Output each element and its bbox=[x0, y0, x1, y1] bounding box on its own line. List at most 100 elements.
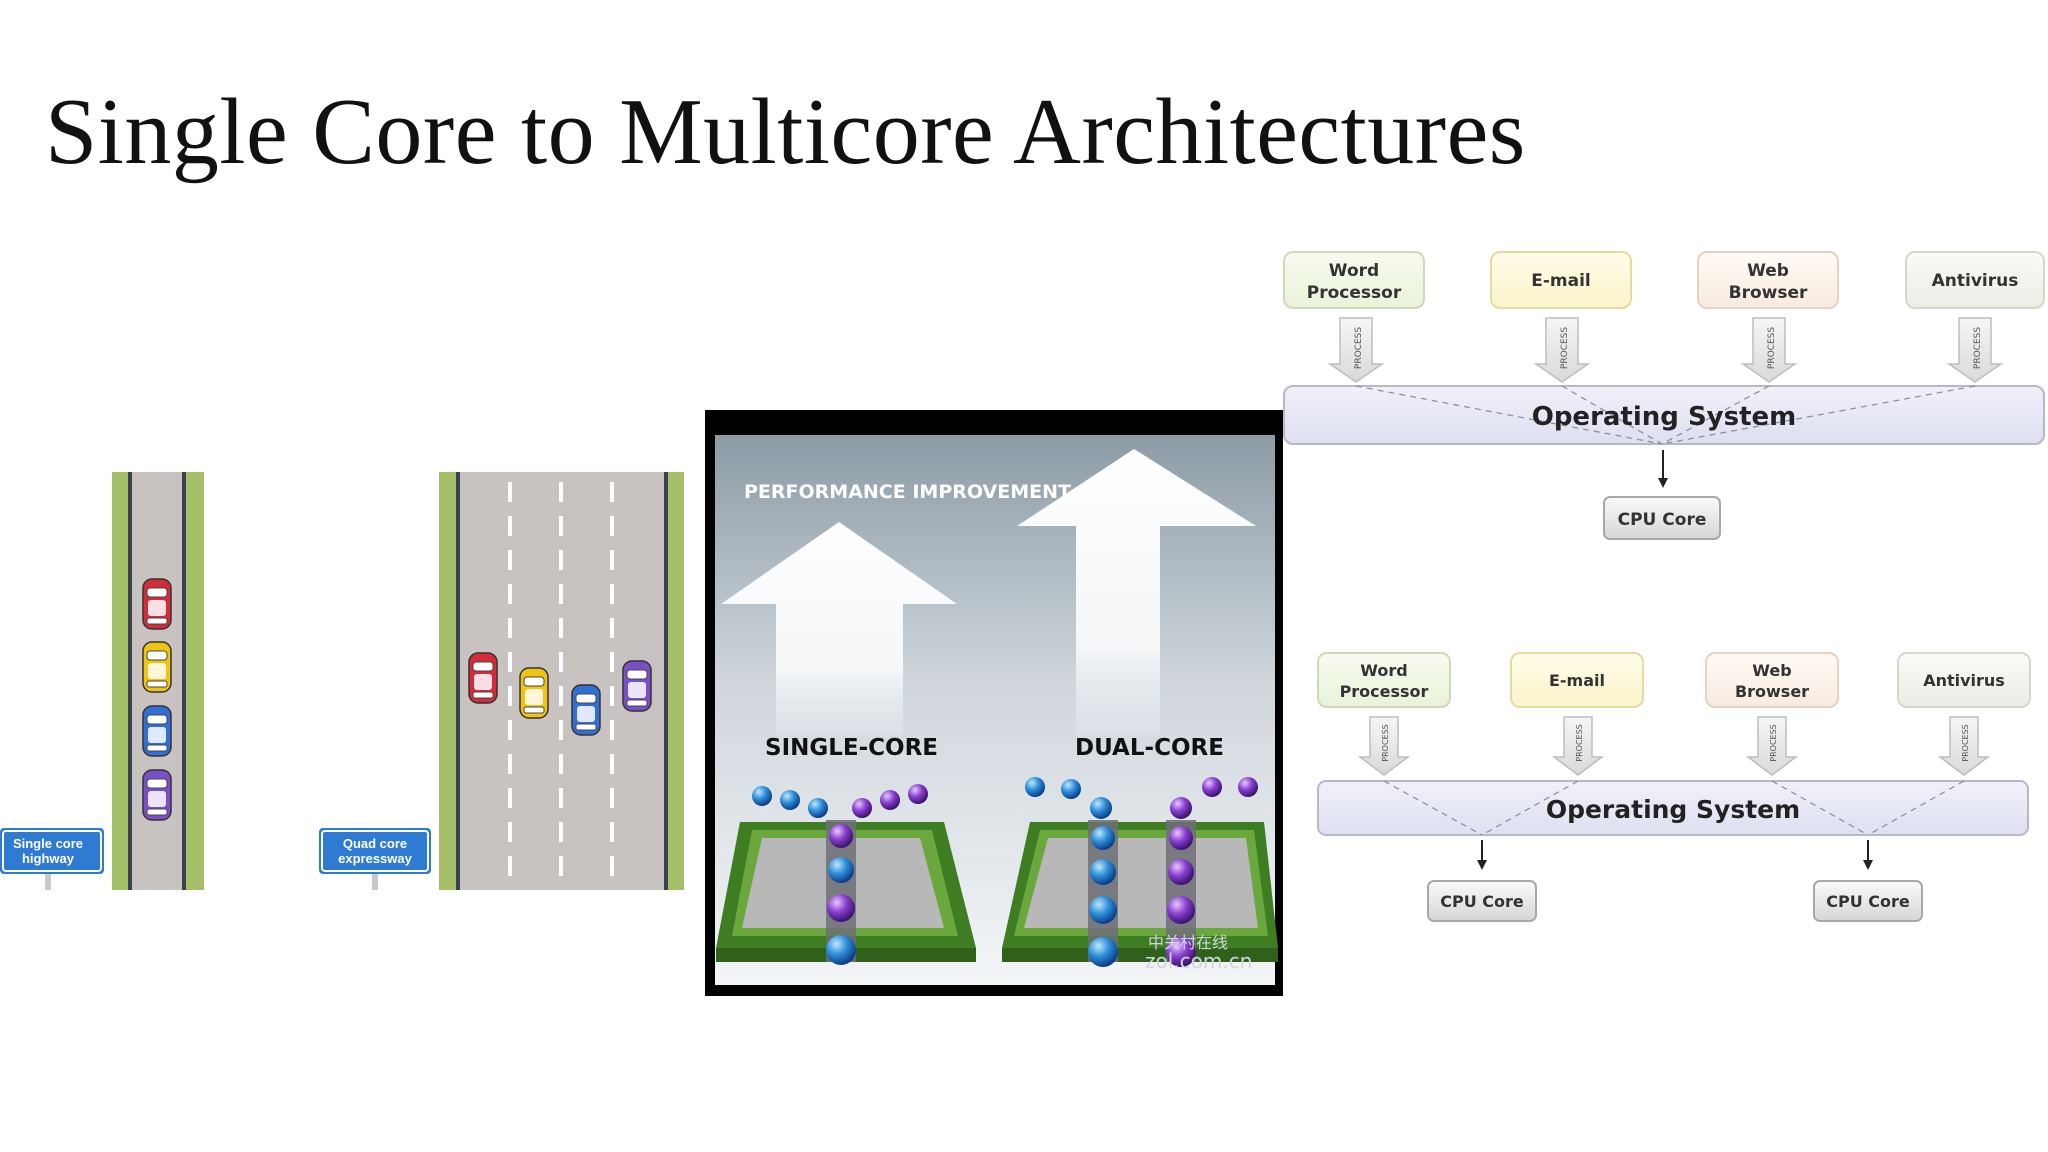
os-to-cpu-arrowhead bbox=[1658, 478, 1668, 488]
car-icon bbox=[468, 652, 498, 704]
single-highway-edge-left bbox=[128, 472, 132, 890]
app-box bbox=[1490, 251, 1632, 309]
single-sign-border bbox=[2, 830, 102, 872]
app-box-word-processor-1: Word Processor bbox=[1283, 251, 1425, 309]
cpu-core-label: CPU Core bbox=[1618, 510, 1707, 530]
quad-sign-post bbox=[372, 874, 378, 890]
quad-sign-line2: expressway bbox=[338, 851, 412, 866]
single-core-arrow bbox=[721, 522, 957, 735]
os-to-cpu-arrowhead-2 bbox=[1863, 860, 1873, 870]
single-core-threads bbox=[752, 784, 928, 965]
app-box-antivirus-1: Antivirus bbox=[1905, 251, 2045, 309]
process-label: PROCESS bbox=[1575, 724, 1584, 761]
cpu-core-label-2: CPU Core bbox=[1826, 892, 1910, 911]
thread-ball bbox=[1169, 826, 1193, 850]
app-label: E-mail bbox=[1531, 271, 1591, 291]
thread-ball bbox=[828, 857, 854, 883]
thread-ball bbox=[808, 798, 828, 818]
thread-ball bbox=[1061, 779, 1081, 799]
app-label: Antivirus bbox=[1932, 271, 2019, 291]
app-box bbox=[1317, 652, 1451, 708]
dual-chip-side bbox=[1002, 948, 1278, 962]
thread-ball bbox=[1202, 777, 1222, 797]
single-core-sign: Single core highway bbox=[0, 828, 104, 890]
thread-ball bbox=[1091, 826, 1115, 850]
os-diagram-dual-core: Word Processor E-mail Web Browser Antivi… bbox=[1317, 652, 2031, 922]
thread-ball bbox=[1168, 859, 1194, 885]
dual-core-arrow bbox=[1017, 449, 1256, 735]
thread-ball bbox=[1167, 896, 1195, 924]
cpu-core-box bbox=[1603, 496, 1721, 540]
single-highway-edge-right bbox=[182, 472, 186, 890]
thread-ball bbox=[1090, 797, 1112, 819]
thread-ball bbox=[880, 790, 900, 810]
process-label: PROCESS bbox=[1767, 327, 1777, 369]
process-arrow: PROCESS bbox=[1745, 716, 1799, 776]
process-label: PROCESS bbox=[1354, 327, 1364, 369]
thread-ball bbox=[1166, 937, 1196, 967]
app-box bbox=[1283, 251, 1425, 309]
app-box bbox=[1905, 251, 2045, 309]
process-arrow: PROCESS bbox=[1946, 317, 2004, 383]
car-icon bbox=[622, 660, 652, 712]
os-diagram-single-core: Word Processor E-mail Web Browser Antivi… bbox=[1283, 251, 2045, 540]
process-label: PROCESS bbox=[1961, 724, 1970, 761]
app-box-email-2: E-mail bbox=[1510, 652, 1644, 708]
process-arrow: PROCESS bbox=[1551, 716, 1605, 776]
dual-core-label: DUAL-CORE bbox=[1075, 735, 1224, 761]
quad-sign-board bbox=[319, 828, 431, 874]
car-icon bbox=[142, 769, 172, 821]
process-arrow: PROCESS bbox=[1327, 317, 1385, 383]
watermark-cn: 中关村在线 bbox=[1148, 933, 1228, 952]
thread-ball bbox=[780, 790, 800, 810]
thread-ball bbox=[1025, 777, 1045, 797]
car-icon bbox=[571, 684, 601, 736]
process-arrow: PROCESS bbox=[1533, 317, 1591, 383]
thread-ball bbox=[1089, 896, 1117, 924]
app-box bbox=[1705, 652, 1839, 708]
app-box-web-browser-2: Web Browser bbox=[1705, 652, 1839, 708]
app-label-line1: Word bbox=[1329, 261, 1379, 281]
dual-chip-die bbox=[1024, 838, 1258, 928]
watermark-url: zol.com.cn bbox=[1145, 949, 1252, 973]
car-icon bbox=[519, 667, 549, 719]
app-label: E-mail bbox=[1549, 671, 1605, 690]
app-box-email-1: E-mail bbox=[1490, 251, 1632, 309]
thread-ball bbox=[1238, 777, 1258, 797]
process-arrows-2: PROCESS PROCESS PROCESS PROCESS bbox=[1357, 716, 1991, 776]
thread-ball bbox=[829, 824, 853, 848]
app-box-word-processor-2: Word Processor bbox=[1317, 652, 1451, 708]
process-arrow: PROCESS bbox=[1740, 317, 1798, 383]
cpu-core-box-1 bbox=[1427, 880, 1537, 922]
quad-expressway-edge-right bbox=[664, 472, 668, 890]
thread-ball bbox=[1170, 797, 1192, 819]
car-icon bbox=[142, 578, 172, 630]
app-label-line2: Processor bbox=[1307, 283, 1402, 303]
process-arrow: PROCESS bbox=[1937, 716, 1991, 776]
thread-ball bbox=[908, 784, 928, 804]
thread-ball bbox=[827, 894, 855, 922]
os-box bbox=[1317, 780, 2029, 836]
app-box-web-browser-1: Web Browser bbox=[1697, 251, 1839, 309]
quad-expressway-edge-left bbox=[456, 472, 460, 890]
app-label-line2: Browser bbox=[1735, 682, 1809, 701]
thread-ball bbox=[1088, 937, 1118, 967]
perf-heading: PERFORMANCE IMPROVEMENT bbox=[744, 481, 1071, 503]
single-sign-line2: highway bbox=[22, 851, 75, 866]
process-arrow: PROCESS bbox=[1357, 716, 1411, 776]
car-icon bbox=[142, 641, 172, 693]
app-label-line1: Web bbox=[1747, 261, 1789, 281]
app-box-antivirus-2: Antivirus bbox=[1897, 652, 2031, 708]
thread-ball bbox=[826, 935, 856, 965]
process-label: PROCESS bbox=[1381, 724, 1390, 761]
app-box bbox=[1897, 652, 2031, 708]
slide-title: Single Core to Multicore Architectures bbox=[45, 80, 1526, 184]
quad-core-expressway bbox=[439, 472, 684, 890]
performance-improvement-image: PERFORMANCE IMPROVEMENT SINGLE-CORE DUAL… bbox=[705, 410, 1283, 996]
app-label-line1: Word bbox=[1360, 661, 1407, 680]
app-box bbox=[1510, 652, 1644, 708]
process-label: PROCESS bbox=[1973, 327, 1983, 369]
quad-core-sign: Quad core expressway bbox=[319, 828, 431, 890]
process-label: PROCESS bbox=[1769, 724, 1778, 761]
